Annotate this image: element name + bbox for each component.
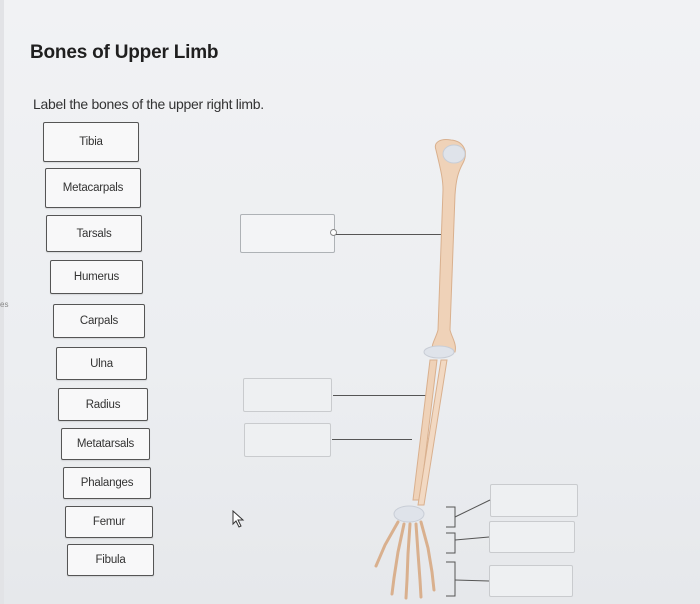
- label-chip-carpals[interactable]: Carpals: [53, 304, 145, 338]
- leader-line-2: [333, 395, 433, 396]
- cursor-arrow-icon: [232, 510, 245, 528]
- left-panel-edge: [0, 0, 4, 604]
- page-title: Bones of Upper Limb: [30, 42, 219, 63]
- upper-limb-diagram: [374, 139, 491, 600]
- label-chip-metatarsals[interactable]: Metatarsals: [61, 428, 150, 460]
- drop-target-1[interactable]: [240, 214, 335, 253]
- label-chip-tarsals[interactable]: Tarsals: [46, 215, 142, 252]
- label-chip-fibula[interactable]: Fibula: [67, 544, 154, 576]
- label-chip-phalanges[interactable]: Phalanges: [63, 467, 151, 499]
- edge-mark: es: [0, 300, 9, 309]
- drop-target-3[interactable]: [244, 423, 331, 457]
- drop-target-6[interactable]: [489, 565, 573, 597]
- label-chip-tibia[interactable]: Tibia: [43, 122, 139, 162]
- label-chip-radius[interactable]: Radius: [58, 388, 148, 421]
- drop-target-4[interactable]: [490, 484, 578, 517]
- drop-target-1-handle[interactable]: [330, 229, 337, 236]
- label-chip-humerus[interactable]: Humerus: [50, 260, 143, 294]
- label-chip-ulna[interactable]: Ulna: [56, 347, 147, 380]
- label-chip-femur[interactable]: Femur: [65, 506, 153, 538]
- label-chip-metacarpals[interactable]: Metacarpals: [45, 168, 141, 208]
- instructions-text: Label the bones of the upper right limb.: [33, 96, 264, 112]
- drop-target-2[interactable]: [243, 378, 332, 412]
- drop-target-5[interactable]: [489, 521, 575, 553]
- leader-line-1: [336, 234, 446, 235]
- leader-line-3: [332, 439, 412, 440]
